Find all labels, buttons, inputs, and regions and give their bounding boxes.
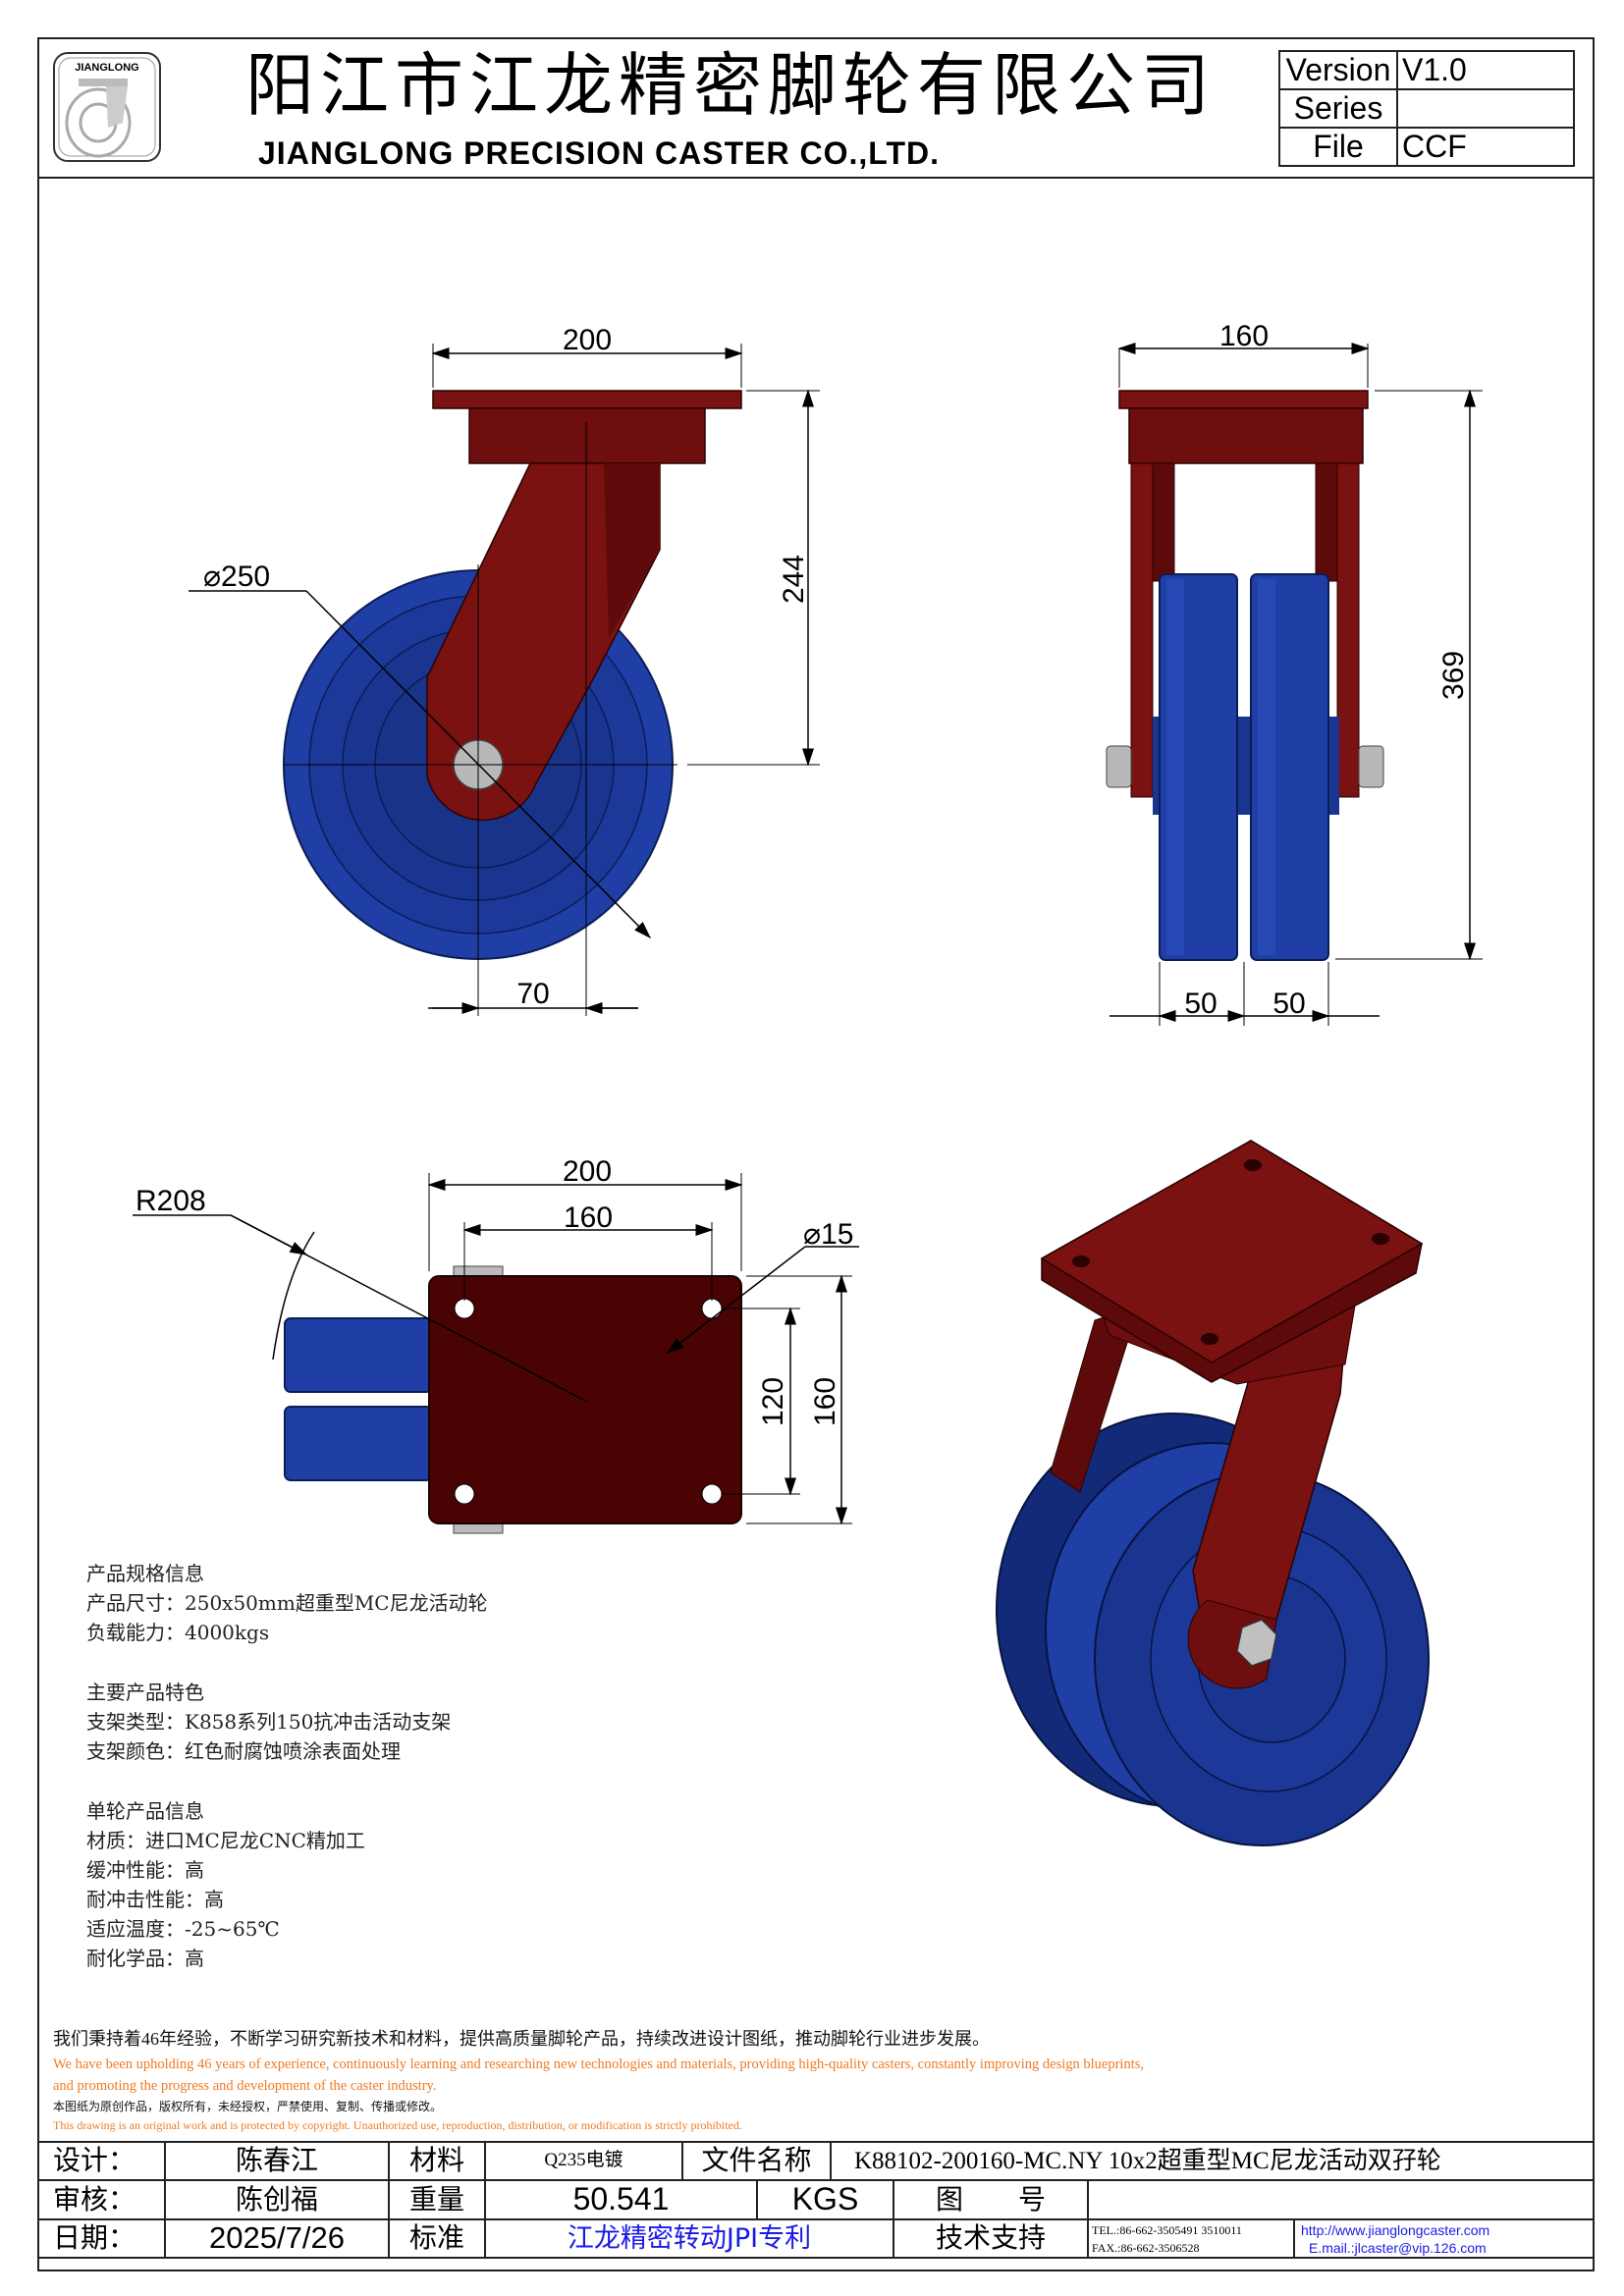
dim-front-width: 200: [563, 324, 612, 356]
top-view: 200 160 120 160 ⌀15 R208: [133, 1155, 859, 1534]
dim-top-plate-width: 200: [563, 1155, 612, 1188]
spec-section-title: 产品规格信息: [86, 1562, 204, 1585]
date-value: 2025/7/26: [209, 2220, 345, 2256]
material-value: Q235电镀: [544, 2150, 623, 2171]
spec-cushion: 缓冲性能：高: [86, 1857, 204, 1882]
series-label: Series: [1278, 88, 1398, 129]
spec-impact: 耐冲击性能：高: [86, 1888, 224, 1912]
version-value: V1.0: [1396, 50, 1575, 90]
weight-value: 50.541: [572, 2181, 670, 2217]
email-link[interactable]: E.mail.:jlcaster@vip.126.com: [1309, 2239, 1487, 2256]
dim-hole-diameter: ⌀15: [803, 1218, 853, 1251]
dim-offset: 70: [516, 978, 549, 1010]
spec-bracket-color: 支架颜色：红色耐腐蚀喷涂表面处理: [86, 1739, 401, 1764]
copyright-en: This drawing is an original work and is …: [53, 2118, 742, 2132]
copyright-cn: 本图纸为原创作品，版权所有，未经授权，严禁使用、复制、传播或修改。: [53, 2100, 443, 2113]
dim-wheel-diameter: ⌀250: [203, 561, 270, 593]
spec-chemical: 耐化学品：高: [86, 1947, 204, 1971]
drawing-no-value: [1088, 2180, 1594, 2219]
dim-wheel-width-1: 50: [1184, 988, 1217, 1020]
support-label: 技术支持: [935, 2221, 1046, 2255]
front-view: 200 244 ⌀250 70: [189, 324, 820, 1016]
review-label: 审核：: [53, 2182, 136, 2216]
dim-wheel-width-2: 50: [1272, 988, 1305, 1020]
dim-front-height: 244: [778, 555, 810, 604]
mission-en-2: and promoting the progress and developme…: [53, 2078, 437, 2094]
spec-load: 负载能力：4000kgs: [86, 1621, 270, 1645]
fork-leg: [426, 462, 661, 822]
filename-value: K88102-200160-MC.NY 10x2超重型MC尼龙活动双孖轮: [854, 2147, 1441, 2174]
reviewer: 陈创福: [235, 2182, 318, 2216]
top-plate: [432, 390, 742, 409]
company-name-cn: 阳江市江龙精密脚轮有限公司: [245, 45, 1216, 126]
dim-hole-spacing-y: 120: [757, 1377, 789, 1426]
spec-section-title: 单轮产品信息: [86, 1798, 204, 1823]
series-value: [1396, 88, 1575, 129]
spec-size: 产品尺寸：250x50mm超重型MC尼龙活动轮: [86, 1591, 488, 1616]
page-border: [37, 37, 1595, 2271]
file-label: File: [1278, 127, 1398, 167]
dim-side-height: 369: [1437, 651, 1470, 700]
iso-axle-nut: [1236, 1619, 1277, 1667]
product-specs: 产品规格信息 产品尺寸：250x50mm超重型MC尼龙活动轮 负载能力：4000…: [86, 1559, 488, 1974]
fax: FAX.:86-662-3506528: [1092, 2240, 1200, 2255]
side-view: 160 369 50 50: [1106, 320, 1483, 1026]
spec-bracket-type: 支架类型：K858系列150抗冲击活动支架: [86, 1709, 452, 1734]
spec-temperature: 适应温度：-25~65℃: [86, 1917, 280, 1942]
dim-plate-length: 160: [809, 1377, 841, 1426]
dim-swivel-radius: R208: [135, 1185, 206, 1217]
design-label: 设计：: [53, 2144, 136, 2177]
file-value: CCF: [1396, 127, 1575, 167]
material-label: 材料: [408, 2144, 464, 2177]
isometric-view: [996, 1140, 1430, 1846]
spec-section-title: 主要产品特色: [86, 1680, 204, 1704]
drawing-no-label: 图 号: [935, 2182, 1046, 2216]
standard-label: 标准: [408, 2221, 464, 2255]
designer: 陈春江: [235, 2144, 318, 2177]
version-label: Version: [1278, 50, 1398, 90]
svg-text:JIANGLONG: JIANGLONG: [75, 62, 138, 74]
dim-hole-spacing-x: 160: [564, 1201, 613, 1234]
company-name-en: JIANGLONG PRECISION CASTER CO.,LTD.: [258, 135, 940, 171]
mission-en-1: We have been upholding 46 years of exper…: [53, 2056, 1144, 2072]
iso-top-plate: [1040, 1140, 1424, 1363]
spec-material: 材质：进口MC尼龙CNC精加工: [86, 1828, 365, 1852]
weight-unit: KGS: [791, 2181, 859, 2217]
mission-cn: 我们秉持着46年经验，不断学习研究新技术和材料，提供高质量脚轮产品，持续改进设计…: [53, 2029, 990, 2049]
company-logo: JIANGLONG: [53, 52, 161, 162]
website-link[interactable]: http://www.jianglongcaster.com: [1301, 2221, 1490, 2238]
mounting-plate: [428, 1275, 742, 1524]
dim-side-width: 160: [1219, 320, 1269, 352]
weight-label: 重量: [408, 2182, 464, 2216]
date-label: 日期：: [53, 2221, 136, 2255]
tel: TEL.:86-662-3505491 3510011: [1092, 2222, 1242, 2237]
standard-value: 江龙精密转动JPI专利: [567, 2222, 812, 2254]
filename-label: 文件名称: [701, 2144, 812, 2177]
title-block-grid: [37, 2141, 1595, 2259]
